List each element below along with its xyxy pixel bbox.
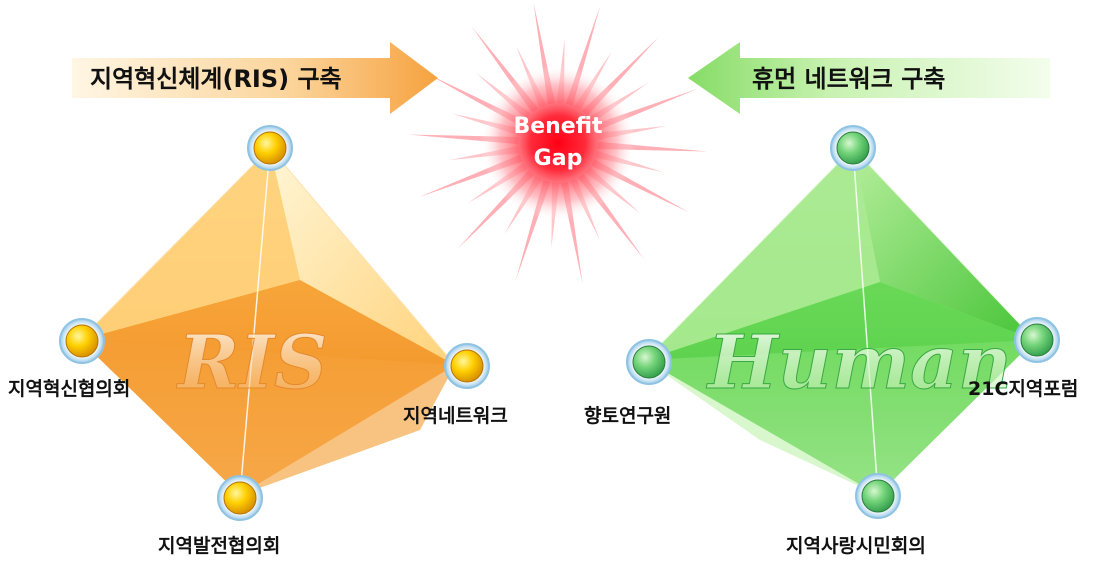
right-arrow-shape xyxy=(72,42,438,114)
ris-watermark: RIS xyxy=(176,320,328,406)
human-edge xyxy=(852,147,1036,341)
ris-node-right-label: 지역네트워크 xyxy=(403,405,508,427)
benefit-gap-burst: Benefit Gap xyxy=(408,2,708,284)
burst-label-line1: Benefit xyxy=(513,114,603,139)
human-node-bottom-label: 지역사랑시민회의 xyxy=(786,535,926,557)
human-vertical-edge xyxy=(852,147,879,496)
human-node-left xyxy=(626,339,672,385)
left-banner-label: 지역혁신체계(RIS) 구축 xyxy=(90,65,342,93)
ris-node-left-label: 지역혁신협의회 xyxy=(8,378,130,400)
human-node-left-label: 향토연구원 xyxy=(584,405,671,427)
human-face-bottom-left xyxy=(645,360,878,495)
ris-node-right xyxy=(444,343,490,389)
burst-glow xyxy=(480,65,636,221)
ris-octahedron: RIS xyxy=(79,147,456,496)
ris-node-bottom xyxy=(217,475,263,521)
ris-vertical-edge xyxy=(239,147,271,496)
ris-face-bottom-right xyxy=(240,365,455,495)
ris-face-top-left xyxy=(80,148,300,340)
ris-node-top xyxy=(247,125,293,171)
burst-label-line2: Gap xyxy=(534,146,583,171)
right-arrow-banner: 휴먼 네트워크 구축 xyxy=(688,42,1050,114)
human-octahedron: Human xyxy=(644,147,1036,496)
left-arrow-shape xyxy=(688,42,1050,114)
ris-face-bottom xyxy=(80,340,455,495)
human-edge xyxy=(644,147,854,361)
right-banner-label: 휴먼 네트워크 구축 xyxy=(752,65,945,93)
human-node-bottom xyxy=(855,473,901,519)
left-arrow-banner: 지역혁신체계(RIS) 구축 xyxy=(72,42,438,114)
ris-edge xyxy=(269,147,456,366)
ris-edge xyxy=(79,147,271,341)
human-node-right-label: 21C지역포럼 xyxy=(968,378,1078,400)
human-node-top xyxy=(830,125,876,171)
human-node-right xyxy=(1014,317,1060,363)
human-watermark: Human xyxy=(706,320,1012,406)
human-face-top-left xyxy=(645,148,880,360)
ris-node-left xyxy=(59,318,105,364)
human-face-bottom xyxy=(645,340,1035,495)
ris-node-bottom-label: 지역발전협의회 xyxy=(158,535,280,557)
